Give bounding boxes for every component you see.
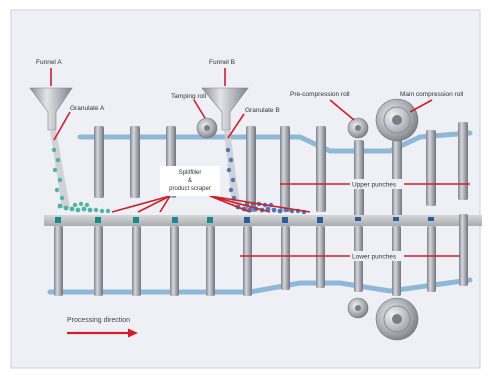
label-pre-compression-roll: Pre-compression roll <box>290 91 350 98</box>
lower-punch <box>132 226 141 296</box>
label-splitfiller: Splitfiller <box>179 170 202 176</box>
main-compression-roll-lower <box>375 297 419 341</box>
die-marker <box>428 217 434 221</box>
upper-punch <box>280 126 290 212</box>
label-funnel-b: Funnel B <box>209 59 235 66</box>
label-processing-direction: Processing direction <box>67 317 130 324</box>
die-marker <box>55 217 61 223</box>
lower-punch <box>459 214 468 286</box>
upper-punch <box>458 122 468 200</box>
leader-tamping-roll <box>193 99 206 119</box>
leader-pre-compression-roll <box>329 99 355 121</box>
arrow-right-icon <box>67 328 138 338</box>
upper-punch <box>94 126 104 198</box>
die-marker <box>317 217 323 223</box>
label-tamping-roll: Tamping roll <box>171 93 207 100</box>
die-marker <box>95 217 101 223</box>
label-splitfiller-amp: & <box>188 178 192 184</box>
die-marker <box>172 217 178 223</box>
lower-punches-group <box>54 214 468 296</box>
leader-splitfiller-6 <box>209 195 251 213</box>
pre-compression-roll-lower <box>347 297 369 319</box>
die-marker <box>282 217 288 223</box>
upper-punch <box>246 126 256 212</box>
die-marker <box>244 217 250 223</box>
lower-punch <box>206 226 215 296</box>
pre-compression-roll-upper <box>347 117 369 139</box>
upper-punch <box>130 126 140 198</box>
die-markers <box>55 217 434 223</box>
granulate-a-particles <box>51 147 111 214</box>
lower-punch <box>170 226 179 296</box>
lower-punch <box>54 226 63 296</box>
die-marker <box>393 217 399 221</box>
die-table <box>44 215 482 226</box>
upper-punch <box>316 126 326 212</box>
label-funnel-a: Funnel A <box>36 59 62 66</box>
die-marker <box>133 217 139 223</box>
leader-splitfiller-5 <box>209 195 311 213</box>
main-compression-roll-upper <box>375 98 419 142</box>
leader-granulate-a <box>53 111 71 141</box>
leader-splitfiller-1 <box>111 195 171 213</box>
lower-punches-label-bg <box>350 251 404 261</box>
lower-punch <box>316 226 325 288</box>
leader-main-compression-roll <box>409 99 433 113</box>
tamping-roll <box>196 117 218 139</box>
leader-granulate-b <box>227 113 245 139</box>
die-marker <box>355 217 361 221</box>
label-main-compression-roll: Main compression roll <box>400 91 464 98</box>
label-upper-punches: Upper punches <box>352 182 397 189</box>
label-lower-punches: Lower punches <box>352 254 397 261</box>
leader-splitfiller-4 <box>209 195 271 213</box>
die-marker <box>207 217 213 223</box>
lower-punch <box>94 226 103 296</box>
upper-punch <box>426 130 436 206</box>
splitfiller-label-bg <box>160 166 220 196</box>
leader-splitfiller-2 <box>137 195 171 213</box>
lower-punch <box>427 226 436 292</box>
upper-punches-label-bg <box>350 179 404 189</box>
label-granulate-a: Granulate A <box>70 105 105 112</box>
label-product-scraper: product scraper <box>169 186 211 192</box>
lower-punch <box>243 226 252 296</box>
lower-punch <box>281 226 290 290</box>
leader-splitfiller-3 <box>159 195 171 213</box>
label-granulate-b: Granulate B <box>245 107 280 114</box>
